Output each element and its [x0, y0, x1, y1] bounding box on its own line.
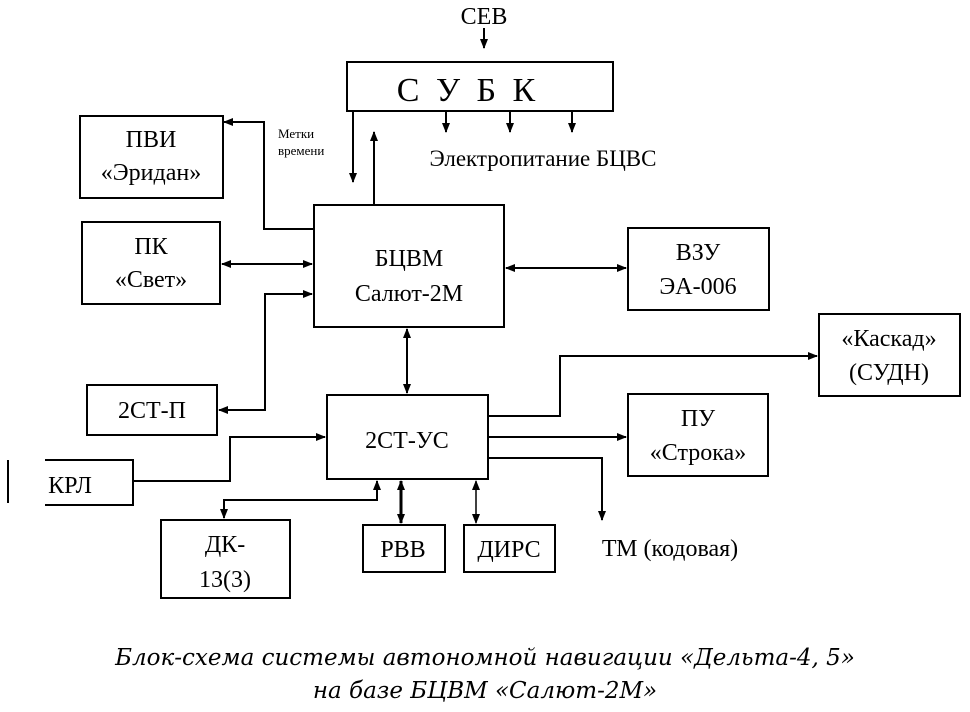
pu-stroka-block: ПУ «Строка»: [627, 393, 769, 477]
caption-line-1: Блок-схема системы автономной навигации …: [114, 645, 855, 671]
dk-label: ДК-: [205, 532, 245, 558]
time-marks-label-1: Метки: [278, 126, 314, 141]
dirs-label: ДИРС: [477, 537, 540, 563]
krl-block: КРЛ: [7, 459, 134, 506]
2stus-to-kaskad-arrow: [488, 352, 818, 417]
caption-line-2: на базе БЦВМ «Салют-2М»: [313, 678, 657, 704]
tm-label: ТМ (кодовая): [602, 536, 738, 562]
power-label: Электропитание БЦВС: [429, 146, 656, 171]
bcvm-label: БЦВМ: [375, 246, 443, 272]
kaskad-label: «Каскад»: [841, 326, 936, 352]
vzu-label: ВЗУ: [676, 240, 720, 266]
dk-number-label: 13(3): [199, 567, 251, 593]
time-marks-label-2: времени: [278, 143, 324, 158]
pu-label: ПУ: [681, 406, 715, 432]
svet-label: «Свет»: [115, 267, 187, 293]
pk-svet-block: ПК «Свет»: [81, 221, 221, 305]
rvv-label: РВВ: [380, 537, 425, 563]
2st-us-label: 2СТ-УС: [365, 428, 449, 454]
rvv-block: РВВ: [362, 524, 446, 573]
ea006-label: ЭА-006: [659, 274, 736, 300]
krl-label: КРЛ: [48, 473, 92, 499]
vzu-block: ВЗУ ЭА-006: [627, 227, 770, 311]
2st-us-block: 2СТ-УС: [326, 394, 489, 480]
2stus-to-tm-arrow: [488, 457, 606, 521]
subk-block: С У Б К: [346, 61, 614, 112]
krl-to-2stus-arrow: [133, 433, 326, 482]
bcvm-to-pvi-arrow: [223, 118, 314, 230]
2st-p-block: 2СТ-П: [86, 384, 218, 436]
pvi-eridan-block: ПВИ «Эридан»: [79, 115, 224, 199]
kaskad-block: «Каскад» (СУДН): [818, 313, 961, 397]
subk-label: С У Б К: [397, 72, 539, 109]
stroka-label: «Строка»: [650, 440, 746, 466]
sudn-label: (СУДН): [849, 360, 929, 386]
pvi-label: ПВИ: [126, 127, 177, 153]
bcvm-2stp-link: [218, 293, 312, 414]
pk-label: ПК: [134, 234, 168, 260]
dk-13-block: ДК- 13(3): [160, 519, 291, 599]
eridan-label: «Эридан»: [101, 160, 201, 186]
sev-label: СЕВ: [461, 4, 508, 30]
bcvm-salyut-block: БЦВМ Салют-2М: [313, 204, 505, 328]
salyut-label: Салют-2М: [355, 281, 463, 307]
dk-2stus-link: [220, 480, 381, 519]
dirs-block: ДИРС: [463, 524, 556, 573]
2st-p-label: 2СТ-П: [118, 398, 186, 424]
